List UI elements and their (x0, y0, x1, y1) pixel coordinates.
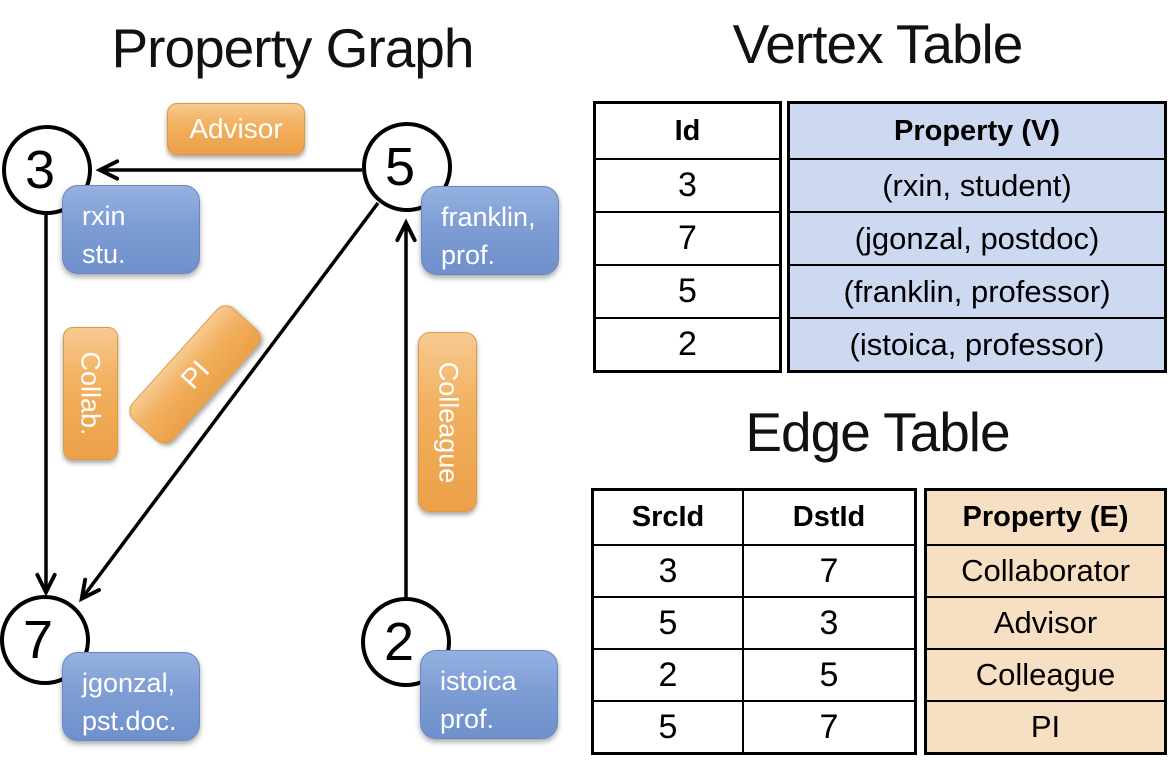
vertex-table-id-cell: 5 (596, 264, 779, 317)
edge-table-srcid-column: SrcId 3 5 2 5 (594, 491, 742, 752)
graph-edges-layer (0, 0, 585, 760)
edge-table-srcid-cell: 2 (594, 648, 742, 700)
vertex-table-property-column: Property (V) (rxin, student) (jgonzal, p… (787, 101, 1167, 373)
edge-table-property-header: Property (E) (962, 501, 1129, 533)
vertex-prop-2-line2: prof. (440, 704, 495, 735)
edge-label-advisor-text: Advisor (189, 113, 283, 144)
vertex-prop-box-2: istoica prof. (420, 650, 558, 739)
vertex-prop-3-line1: rxin (82, 201, 126, 231)
edge-table-title: Edge Table (745, 401, 1010, 463)
graph-node-2: 2 (361, 597, 451, 687)
vertex-prop-7-line1: jgonzal, (82, 668, 176, 698)
edge-label-advisor: Advisor (167, 103, 305, 155)
edge-label-colleague: Colleague (418, 332, 477, 512)
vertex-prop-7-line2: pst.doc. (82, 706, 177, 737)
vertex-table-property-cell: (jgonzal, postdoc) (790, 211, 1164, 264)
edge-table-srcid-cell: 5 (594, 596, 742, 648)
edge-table-dstid-cell: 3 (744, 596, 914, 648)
edge-table-property-cell: PI (927, 700, 1164, 752)
vertex-table-id-cell: 2 (596, 317, 779, 370)
edge-table-property-cell: Colleague (927, 648, 1164, 700)
edge-table-dstid-cell: 5 (744, 648, 914, 700)
vertex-table-property-header: Property (V) (894, 114, 1060, 147)
vertex-table-property-cell: (franklin, professor) (790, 264, 1164, 317)
vertex-prop-box-7: jgonzal, pst.doc. (62, 652, 200, 741)
edge-label-pi-text: PI (174, 353, 216, 395)
edge-table-srcid-header: SrcId (631, 501, 705, 533)
edge-label-collab: Collab. (63, 327, 118, 460)
vertex-prop-5-line1: franklin, (441, 202, 536, 232)
property-graph-title: Property Graph (111, 17, 474, 79)
vertex-table-id-cell: 7 (596, 211, 779, 264)
vertex-table-property-cell: (rxin, student) (790, 158, 1164, 211)
vertex-table-id-cell: 3 (596, 158, 779, 211)
node-2-id: 2 (383, 612, 415, 672)
vertex-prop-5-line2: prof. (441, 240, 496, 271)
node-3-id: 3 (24, 140, 56, 200)
edge-table-id-columns: SrcId 3 5 2 5 DstId 7 3 5 7 (591, 488, 917, 755)
edge-table-srcid-cell: 3 (594, 544, 742, 596)
vertex-table-id-column: Id 3 7 5 2 (593, 101, 782, 373)
vertex-prop-2-line1: istoica (440, 666, 517, 696)
edge-table-property-cell: Collaborator (927, 544, 1164, 596)
vertex-prop-box-3: rxin stu. (62, 185, 200, 274)
vertex-prop-box-5: franklin, prof. (421, 186, 559, 275)
edge-label-collab-text: Collab. (76, 351, 107, 436)
edge-table-dstid-cell: 7 (744, 700, 914, 752)
edge-table-property-cell: Advisor (927, 596, 1164, 648)
edge-table-srcid-cell: 5 (594, 700, 742, 752)
edge-table-dstid-header: DstId (792, 501, 866, 533)
edge-table-dstid-cell: 7 (744, 544, 914, 596)
edge-table-property-column: Property (E) Collaborator Advisor Collea… (924, 488, 1167, 755)
edge-table-dstid-column: DstId 7 3 5 7 (742, 491, 914, 752)
node-5-id: 5 (384, 137, 416, 197)
vertex-table-title: Vertex Table (732, 13, 1024, 75)
node-7-id: 7 (22, 610, 54, 670)
vertex-prop-3-line2: stu. (82, 239, 126, 270)
vertex-table-property-cell: (istoica, professor) (790, 317, 1164, 370)
vertex-table-id-header: Id (674, 114, 701, 147)
edge-label-colleague-text: Colleague (433, 361, 463, 483)
edge-pi-arrow (83, 201, 380, 597)
